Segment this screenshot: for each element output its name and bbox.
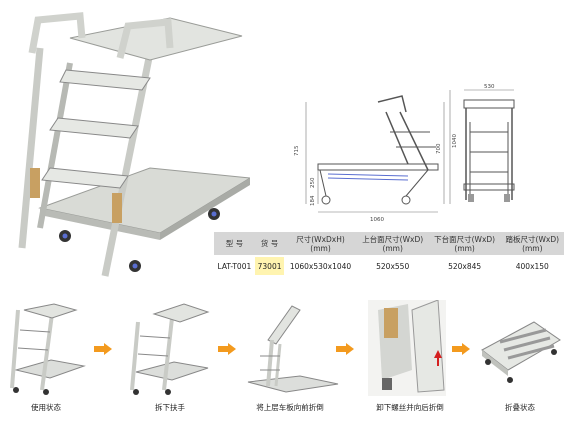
- header-item-no: 货 号: [254, 232, 285, 256]
- dim-height-mid: 700: [436, 143, 442, 154]
- header-model: 型 号: [214, 232, 255, 256]
- arrow-1-icon: [94, 343, 112, 355]
- step-5-image: [481, 321, 561, 383]
- spec-table: 型 号 货 号 尺寸(WxDxH)(mm) 上台面尺寸(WxD)(mm) 下台面…: [214, 232, 564, 275]
- dim-low-a: 250: [310, 177, 316, 188]
- step-2-image: [130, 303, 210, 395]
- step-3-image: [247, 305, 339, 393]
- spec-table-row: LAT-T001 73001 1060x530x1040 520x550 520…: [214, 255, 564, 275]
- header-bottom-size: 下台面尺寸(WxD)(mm): [428, 232, 501, 256]
- header-size: 尺寸(WxDxH)(mm): [284, 232, 357, 256]
- cell-bottom-size: 520x845: [428, 255, 501, 275]
- header-top-size: 上台面尺寸(WxD)(mm): [356, 232, 429, 256]
- dim-low-b: 184: [310, 195, 316, 206]
- step-2-caption: 拆下扶手: [155, 403, 185, 412]
- technical-drawing: 715 250 184 1060 700 1040 530: [294, 84, 515, 223]
- header-step-size: 踏板尺寸(WxD)(mm): [500, 232, 564, 256]
- dim-height-right: 1040: [452, 134, 458, 148]
- arrow-3-icon: [336, 343, 354, 355]
- arrow-4-icon: [452, 343, 470, 355]
- dim-top-width: 530: [484, 84, 495, 90]
- product-main-image: [18, 12, 250, 277]
- cell-top-size: 520x550: [356, 255, 429, 275]
- cell-size: 1060x530x1040: [284, 255, 357, 275]
- arrow-2-icon: [218, 343, 236, 355]
- dim-length: 1060: [370, 217, 384, 223]
- step-4-caption: 卸下螺丝并向后折倒: [376, 403, 444, 412]
- step-1-image: [10, 303, 86, 395]
- step-3-caption: 将上层车板向前折倒: [256, 403, 324, 412]
- dim-height-left: 715: [294, 145, 300, 156]
- cell-item-no: 73001: [254, 255, 285, 275]
- step-5-caption: 折叠状态: [505, 403, 535, 412]
- cell-model: LAT-T001: [214, 255, 255, 275]
- step-1-caption: 使用状态: [31, 403, 61, 412]
- step-4-image: [368, 300, 446, 396]
- spec-table-header-row: 型 号 货 号 尺寸(WxDxH)(mm) 上台面尺寸(WxD)(mm) 下台面…: [214, 232, 564, 256]
- cell-step-size: 400x150: [500, 255, 564, 275]
